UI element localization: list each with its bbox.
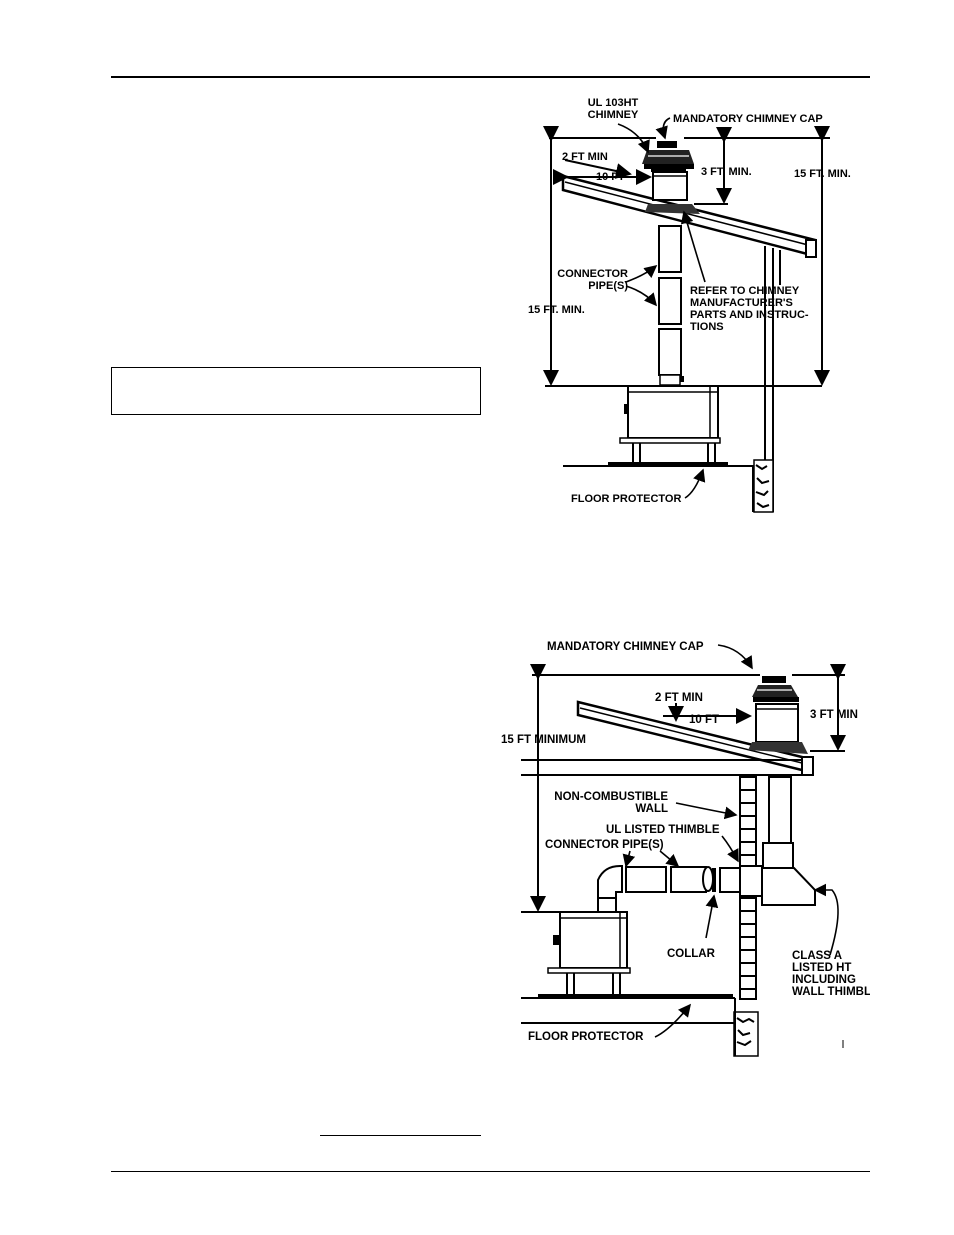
label-refer-1: REFER TO CHIMNEY — [690, 285, 800, 297]
wood-stove — [619, 385, 721, 464]
label-ul-103ht: UL 103HT — [588, 97, 639, 109]
header-rule — [111, 76, 870, 78]
dimension-lines — [521, 664, 846, 913]
label-2-ft-min: 2 FT MIN — [562, 151, 608, 163]
label-refer-3: PARTS AND INSTRUC- — [690, 309, 809, 321]
label-mandatory-chimney-cap: MANDATORY CHIMNEY CAP — [547, 641, 704, 653]
leader-arrows — [617, 117, 706, 499]
connector-pipes — [658, 225, 684, 386]
dimension-lines — [543, 126, 830, 387]
label-including: INCLUDING — [792, 974, 856, 986]
label-pipes: PIPE(S) — [588, 280, 628, 292]
label-wall-thimble: WALL THIMBLE — [792, 986, 870, 998]
label-2-ft-min: 2 FT MIN — [655, 692, 703, 704]
chimney-cap — [642, 141, 694, 172]
label-15-ft-minimum: 15 FT MINIMUM — [501, 734, 586, 746]
footer-rule — [111, 1171, 870, 1172]
leader-arrows — [622, 644, 839, 1038]
label-non-combustible: NON-COMBUSTIBLE — [554, 791, 668, 803]
class-a-chimney — [748, 703, 816, 906]
label-ul-listed-thimble: UL LISTED THIMBLE — [606, 824, 720, 836]
chimney-installation-diagram-bottom: MANDATORY CHIMNEY CAP 2 FT MIN 10 FT 3 F… — [501, 641, 870, 1057]
roof — [561, 174, 817, 258]
floor — [563, 462, 754, 512]
label-wall: WALL — [635, 803, 668, 815]
label-listed-ht: LISTED HT — [792, 962, 851, 974]
label-connector: CONNECTOR — [557, 268, 628, 280]
label-class-a: CLASS A — [792, 950, 842, 962]
connector-pipes — [597, 865, 763, 899]
label-10-ft: 10 FT — [596, 171, 625, 183]
label-3-ft-min: 3 FT. MIN. — [701, 166, 752, 178]
chimney-cap — [752, 676, 799, 702]
label-15-ft-min-left: 15 FT. MIN. — [528, 304, 585, 316]
label-collar: COLLAR — [667, 948, 716, 960]
label-15-ft-min-right: 15 FT. MIN. — [794, 168, 851, 180]
chimney-installation-diagram-top: UL 103HT CHIMNEY MANDATORY CHIMNEY CAP 2… — [528, 97, 851, 513]
label-chimney: CHIMNEY — [588, 109, 639, 121]
empty-bordered-box — [111, 367, 481, 415]
label-floor-protector: FLOOR PROTECTOR — [571, 493, 681, 505]
wall — [753, 246, 781, 513]
wood-stove — [547, 897, 631, 995]
short-rule — [320, 1135, 481, 1136]
ul-103ht-chimney — [645, 171, 700, 214]
roof — [521, 700, 814, 776]
label-connector-pipes: CONNECTOR PIPE(S) — [545, 839, 664, 851]
label-refer-2: MANUFACTURER'S — [690, 297, 793, 309]
label-floor-protector: FLOOR PROTECTOR — [528, 1031, 644, 1043]
non-combustible-wall — [733, 776, 759, 1057]
floor — [521, 994, 736, 1056]
label-mandatory-chimney-cap: MANDATORY CHIMNEY CAP — [673, 113, 823, 125]
label-refer-4: TIONS — [690, 321, 724, 333]
label-3-ft-min: 3 FT MIN — [810, 709, 858, 721]
label-10-ft: 10 FT — [689, 714, 719, 726]
